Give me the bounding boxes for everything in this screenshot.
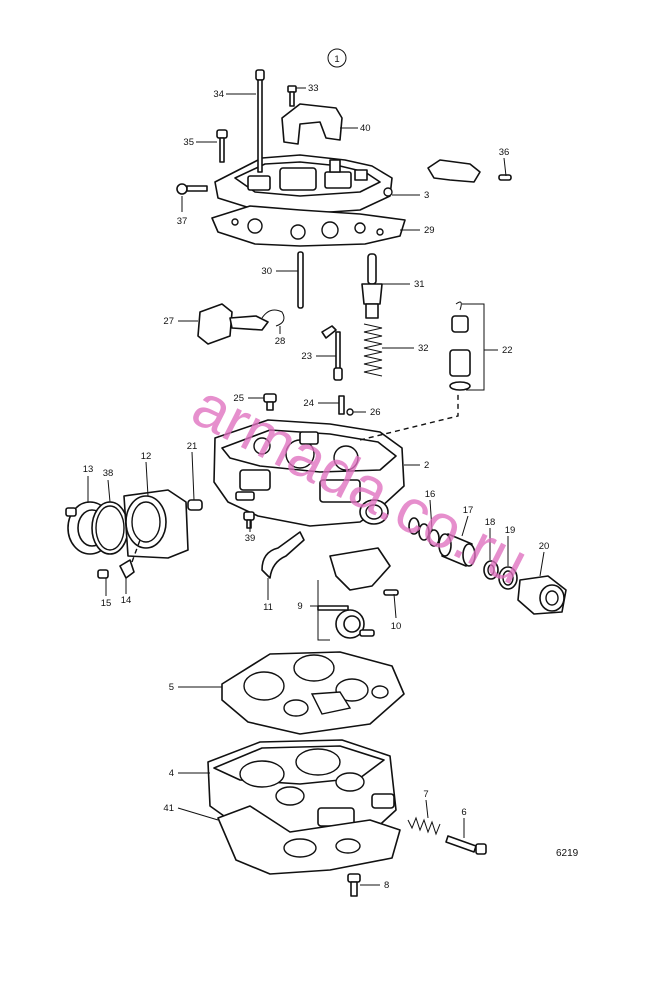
part-label-15: 15: [101, 598, 112, 609]
part-label-9: 9: [297, 601, 302, 612]
part-label-3: 3: [424, 190, 429, 201]
part-label-17: 17: [463, 505, 474, 516]
part-label-25: 25: [233, 393, 244, 404]
part-label-29: 29: [424, 225, 435, 236]
part-label-24: 24: [303, 398, 314, 409]
part-label-11: 11: [263, 602, 273, 613]
part-label-37: 37: [177, 216, 188, 227]
part-label-23: 23: [301, 351, 312, 362]
part-labels: 1 34 33 40 35 36 3 37 29 30 31 27 28 22 …: [83, 48, 579, 891]
part-label-20: 20: [539, 541, 550, 552]
small-parts-upper: [197, 251, 471, 416]
drawing-reference-code: 6219: [556, 848, 579, 859]
part-label-22: 22: [502, 345, 513, 356]
part-label-8: 8: [384, 880, 389, 891]
part-label-14: 14: [121, 595, 132, 606]
part-label-28: 28: [275, 336, 286, 347]
part-label-2: 2: [424, 460, 429, 471]
part-label-16: 16: [425, 489, 436, 500]
part-label-38: 38: [103, 468, 114, 479]
part-label-41: 41: [163, 803, 174, 814]
fuel-inlet-stack: [408, 517, 567, 615]
part-label-31: 31: [414, 279, 425, 290]
leader-lines: [87, 87, 545, 886]
part-label-36: 36: [499, 147, 510, 158]
part-label-21: 21: [187, 441, 198, 452]
part-label-27: 27: [163, 316, 174, 327]
part-label-33: 33: [308, 83, 319, 94]
part-label-13: 13: [83, 464, 94, 475]
part-label-4: 4: [169, 768, 174, 779]
air-horn-assembly: [176, 69, 512, 247]
part-label-12: 12: [141, 451, 152, 462]
part-label-35: 35: [183, 137, 194, 148]
group-number-circle: [327, 48, 347, 68]
choke-housing: [65, 489, 305, 579]
part-label-18: 18: [485, 517, 496, 528]
part-label-34: 34: [213, 89, 224, 100]
group-number: 1: [334, 54, 339, 65]
vacuum-break: [317, 547, 399, 639]
part-label-32: 32: [418, 343, 429, 354]
part-label-39: 39: [245, 533, 256, 544]
main-body: [213, 392, 459, 527]
part-label-40: 40: [360, 123, 371, 134]
part-label-30: 30: [261, 266, 272, 277]
part-label-6: 6: [461, 807, 466, 818]
part-label-7: 7: [423, 789, 428, 800]
throttle-body-gasket: [221, 651, 405, 735]
part-label-19: 19: [505, 525, 516, 536]
throttle-body: [207, 739, 487, 897]
part-label-26: 26: [370, 407, 381, 418]
part-label-10: 10: [391, 621, 402, 632]
part-label-5: 5: [169, 682, 174, 693]
